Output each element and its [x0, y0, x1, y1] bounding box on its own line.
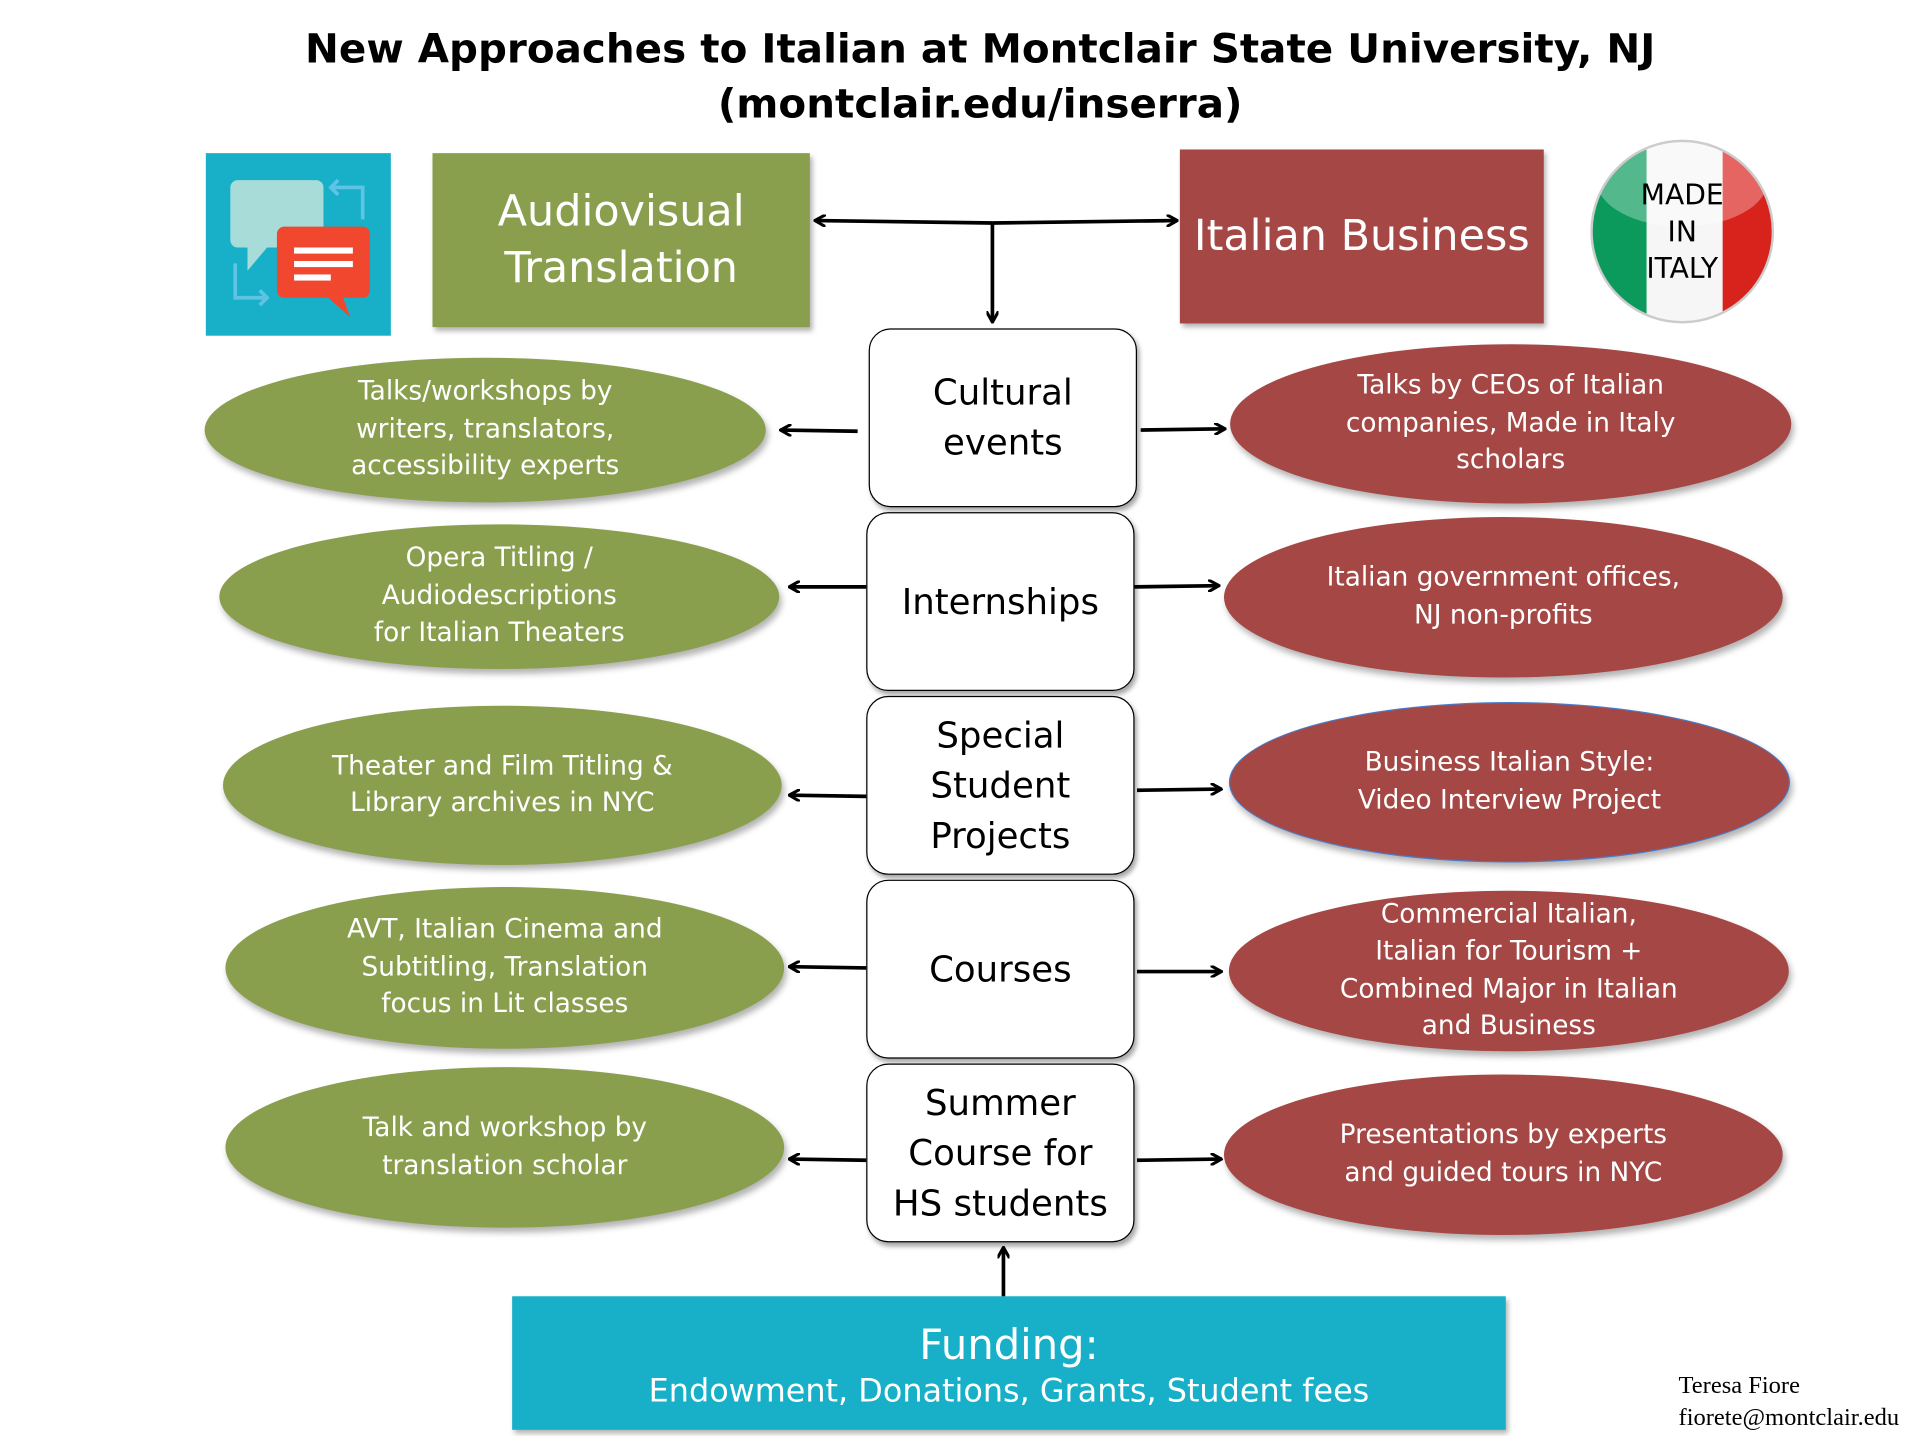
- center-box-cultural-events: Cultural events: [868, 328, 1137, 508]
- right-ellipse-cultural: Talks by CEOs of Italian companies, Made…: [1230, 344, 1792, 504]
- svg-text:IN: IN: [1668, 215, 1697, 248]
- left-ellipse-projects: Theater and Film Titling & Library archi…: [222, 705, 782, 865]
- title-line2: (montclair.edu/inserra): [717, 79, 1243, 128]
- funding-items: Endowment, Donations, Grants, Student fe…: [648, 1373, 1370, 1411]
- svg-text:ITALY: ITALY: [1646, 252, 1719, 285]
- funding-title: Funding:: [919, 1320, 1099, 1370]
- italian-business-box: Italian Business: [1179, 149, 1544, 324]
- audiovisual-translation-box: Audiovisual Translation: [432, 153, 810, 328]
- right-ellipse-internships: Italian government offices, NJ non-profi…: [1223, 517, 1783, 678]
- left-ellipse-cultural: Talks/workshops by writers, translators,…: [204, 357, 766, 503]
- funding-box: Funding: Endowment, Donations, Grants, S…: [512, 1296, 1506, 1430]
- right-ellipse-summer: Presentations by experts and guided tour…: [1223, 1074, 1783, 1236]
- right-ellipse-projects: Business Italian Style: Video Interview …: [1228, 702, 1791, 863]
- title-line1: New Approaches to Italian at Montclair S…: [305, 24, 1656, 73]
- translation-chat-icon: [205, 153, 391, 336]
- signature-email: fiorete@montclair.edu: [1678, 1404, 1900, 1432]
- left-ellipse-courses: AVT, Italian Cinema and Subtitling, Tran…: [225, 887, 785, 1049]
- made-in-italy-badge: MADE IN ITALY: [1588, 137, 1777, 326]
- svg-text:MADE: MADE: [1641, 179, 1724, 212]
- right-ellipse-courses: Commercial Italian, Italian for Tourism …: [1228, 890, 1789, 1052]
- center-box-courses: Courses: [866, 879, 1135, 1059]
- left-ellipse-summer: Talk and workshop by translation scholar: [225, 1067, 785, 1228]
- signature-name: Teresa Fiore: [1678, 1372, 1800, 1400]
- center-box-internships: Internships: [866, 512, 1135, 692]
- left-ellipse-internships: Opera Titling / Audiodescriptions for It…: [219, 524, 780, 669]
- center-box-special-projects: Special Student Projects: [866, 695, 1135, 875]
- center-box-summer-course: Summer Course for HS students: [866, 1063, 1135, 1243]
